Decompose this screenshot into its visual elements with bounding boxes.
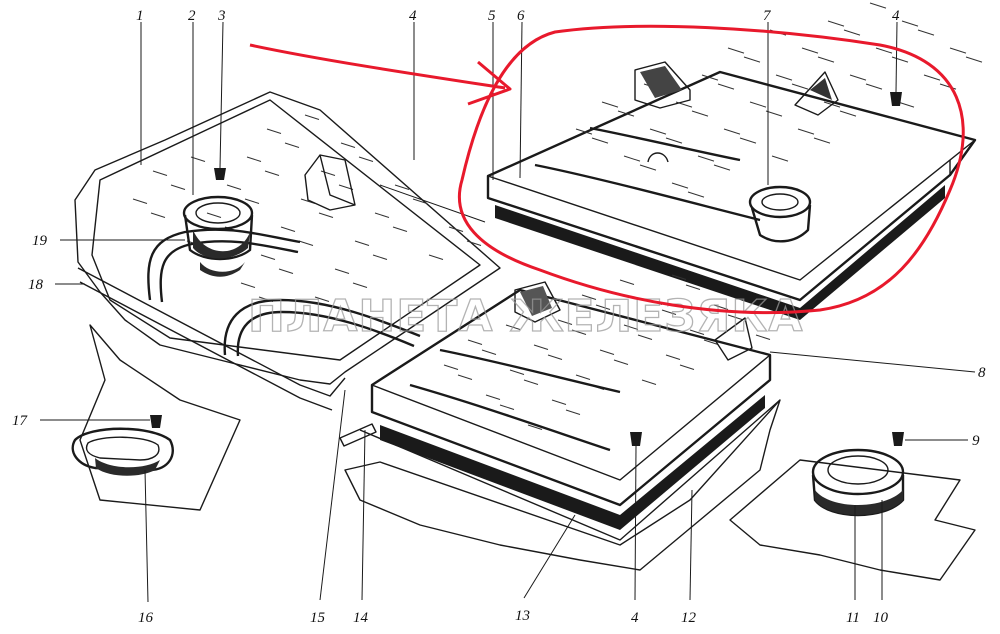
tank-edge-stroke: [379, 184, 486, 223]
callout-12: 12: [681, 610, 697, 626]
callout-5: 5: [488, 8, 496, 24]
callout-19: 19: [32, 233, 48, 249]
floor-panel-left: [74, 91, 501, 411]
floor-sheet-right: [729, 459, 976, 581]
callout-4-top-right: 4: [892, 8, 900, 24]
hatch-cover-16: [71, 415, 174, 476]
callout-11: 11: [846, 610, 860, 626]
callout-2: 2: [188, 8, 196, 24]
callout-4-top-left: 4: [409, 8, 417, 24]
callout-7: 7: [763, 8, 772, 24]
callout-15: 15: [310, 610, 326, 626]
callout-17: 17: [12, 413, 29, 429]
floor-sheet-center: [344, 399, 781, 571]
callout-13: 13: [515, 608, 530, 624]
callout-18: 18: [28, 277, 44, 293]
callout-16: 16: [138, 610, 154, 626]
callout-14: 14: [353, 610, 369, 626]
fuel-tank-lower: [339, 274, 781, 541]
callout-6: 6: [517, 8, 525, 24]
callout-1: 1: [136, 8, 144, 24]
red-highlight-annotation: [249, 24, 965, 315]
fuel-tank-upper: [486, 2, 983, 320]
callout-3: 3: [217, 8, 226, 24]
watermark-text: ПЛАНЕТА ЖЕЛЕЗЯКА: [248, 291, 803, 342]
callout-10: 10: [873, 610, 889, 626]
floor-sheet-left: [79, 324, 241, 511]
callout-8: 8: [978, 365, 986, 381]
sender-unit-10-11: [811, 432, 905, 517]
callout-9: 9: [972, 433, 980, 449]
callout-labels: 1 2 3 4 5 6 7 4 19 18 8 17 9 16 15 14 13…: [12, 8, 986, 626]
leader-lines: [40, 21, 976, 603]
callout-4-bottom: 4: [631, 610, 639, 626]
